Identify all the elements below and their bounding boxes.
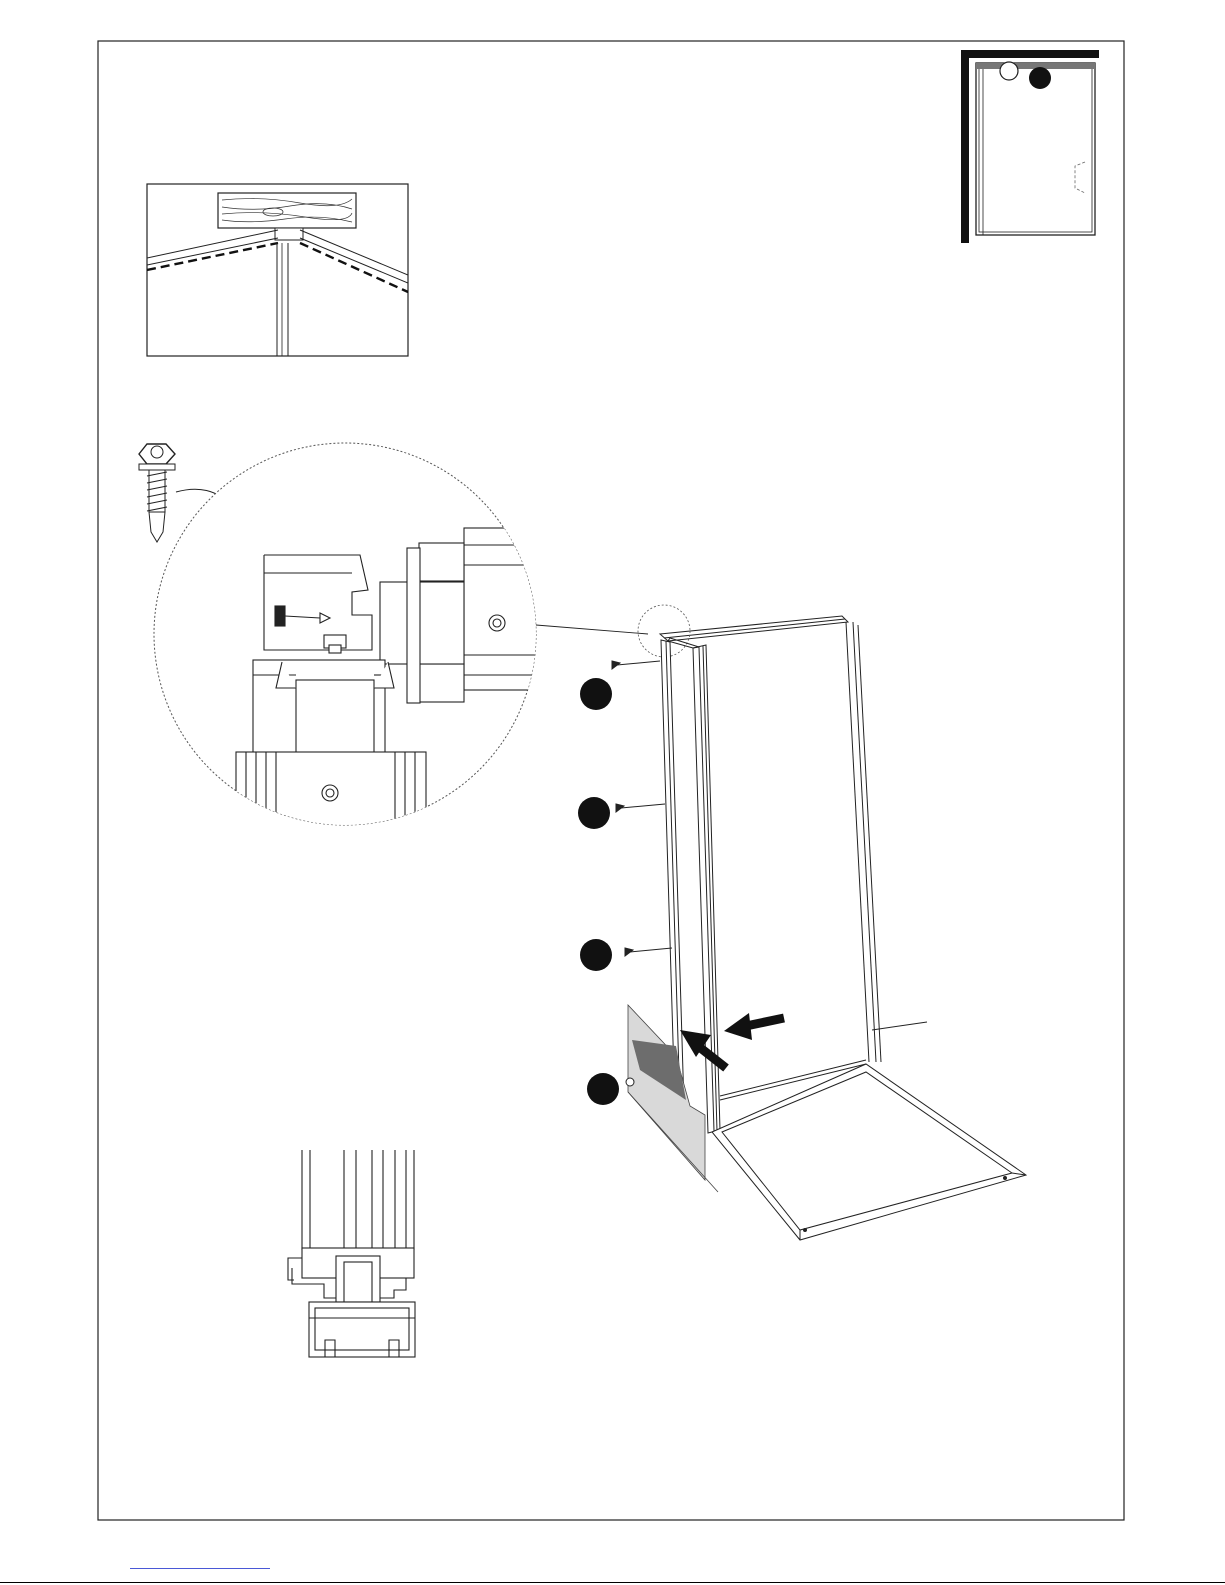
step-marker-3 xyxy=(580,939,612,971)
base-profile-section-detail xyxy=(288,1150,415,1357)
wood-beam-icon xyxy=(218,193,356,228)
wall-frame-assembly xyxy=(628,605,1026,1240)
step-marker-2 xyxy=(578,797,610,829)
plan-view-filled-marker xyxy=(1029,67,1051,89)
step-marker-1 xyxy=(580,678,612,710)
corner-joint-magnified-detail xyxy=(154,443,648,842)
plan-view-open-marker xyxy=(1000,62,1018,80)
wall-panel-sheet xyxy=(628,1005,705,1180)
step-marker-4 xyxy=(587,1073,619,1105)
bottom-rule xyxy=(0,1582,1225,1583)
footer-link-underline[interactable] xyxy=(130,1568,270,1569)
plan-view-diagram xyxy=(961,50,1099,243)
roof-beam-detail-inset xyxy=(147,184,408,356)
direction-arrow-icon xyxy=(680,1013,784,1068)
